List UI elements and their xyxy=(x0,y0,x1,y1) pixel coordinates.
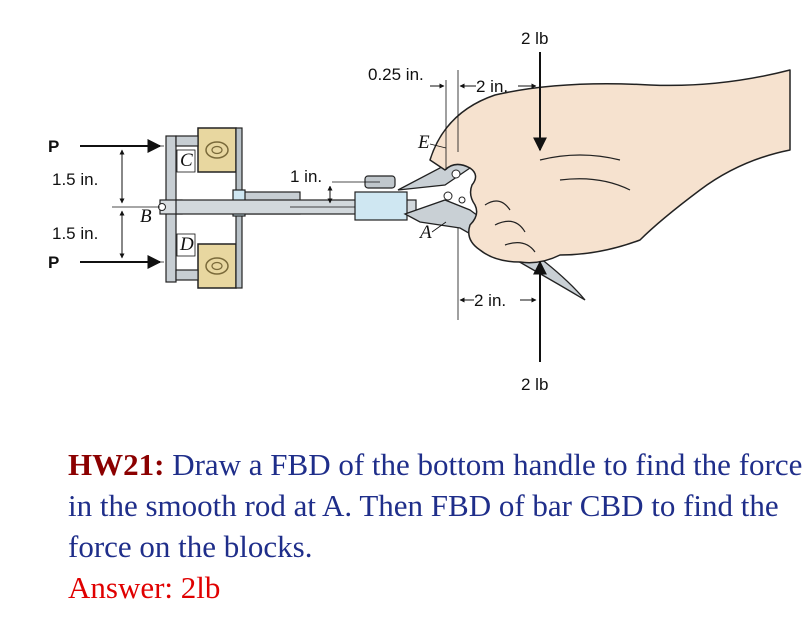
top-dimensions: 0.25 in. 2 in. xyxy=(368,65,537,170)
force-bottom-label: 2 lb xyxy=(521,375,548,394)
left-dimensions: 1.5 in. 1.5 in. xyxy=(50,145,164,263)
point-C-label: C xyxy=(180,150,193,171)
force-P-top-label: P xyxy=(48,137,59,156)
point-A-label: A xyxy=(418,222,432,243)
bottom-dimension: 2 in. xyxy=(457,228,537,320)
point-B-label: B xyxy=(140,206,152,227)
dim-left-top: 1.5 in. xyxy=(52,170,98,189)
force-top-label: 2 lb xyxy=(521,29,548,48)
answer-text: Answer: 2lb xyxy=(68,570,221,605)
dim-pin-offset: 0.25 in. xyxy=(368,65,424,84)
bottom-block xyxy=(197,243,237,289)
top-block xyxy=(197,127,237,173)
force-P-bottom-label: P xyxy=(48,253,59,272)
point-D-label: D xyxy=(179,234,194,255)
hand-illustration xyxy=(429,69,791,264)
hw-label: HW21: xyxy=(68,447,165,482)
mechanism-figure: P P 1.5 in. 1.5 in. 1 in. 0.25 in. 2 in. xyxy=(48,29,791,394)
point-E-label: E xyxy=(417,132,430,153)
force-P-bottom: P xyxy=(48,253,162,272)
dim-left-bottom: 1.5 in. xyxy=(52,224,98,243)
force-bottom: 2 lb xyxy=(521,260,548,394)
dim-rod-offset: 1 in. xyxy=(290,167,322,186)
force-P-top: P xyxy=(48,137,162,156)
dim-top-arm: 2 in. xyxy=(476,77,508,96)
hw-statement: Draw a FBD of the bottom handle to find … xyxy=(68,447,803,564)
rod-offset-dimension: 1 in. xyxy=(288,166,380,208)
force-top: 2 lb xyxy=(521,29,548,152)
problem-statement: HW21: Draw a FBD of the bottom handle to… xyxy=(68,444,808,608)
dim-bottom-arm: 2 in. xyxy=(474,291,506,310)
